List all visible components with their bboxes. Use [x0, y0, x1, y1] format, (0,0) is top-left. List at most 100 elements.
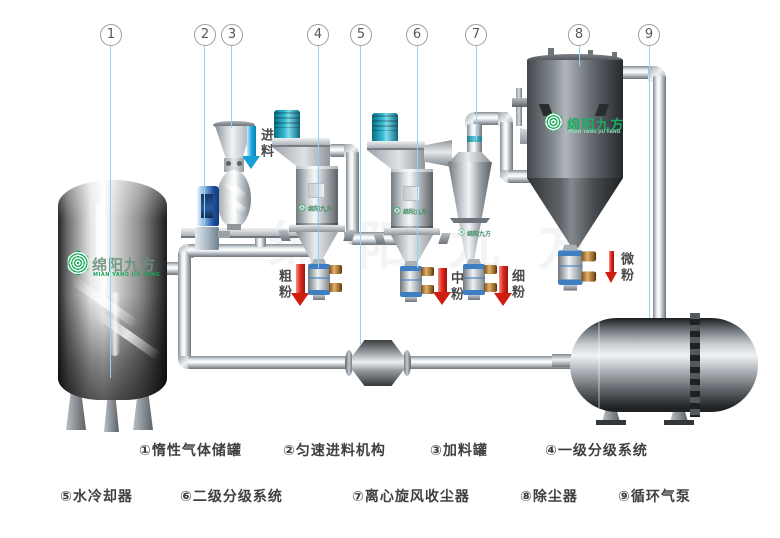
coarse-powder-valve [308, 262, 342, 302]
pipe-riser-left [178, 252, 191, 360]
leader-line-8 [579, 45, 580, 66]
callout-3: 3 [221, 24, 243, 46]
inert-gas-tank: 绵阳九方 MIAN YANG JIU FANG [58, 180, 167, 400]
cooler-flange-right [403, 350, 411, 376]
pipe-top-feed-line [188, 244, 312, 257]
brand-mini-logo-text: 绵阳九方 [403, 209, 428, 216]
feeder-arm [218, 231, 230, 238]
brand-mini-logo-icon [393, 206, 401, 215]
feed-label: 进料 [258, 128, 273, 160]
htank-foot [596, 420, 626, 425]
legend-item-8: ⑧除尘器 [520, 489, 578, 505]
callout-9: 9 [638, 24, 660, 46]
leader-line-1 [110, 45, 111, 378]
arrow-head [433, 292, 451, 305]
medium-powder-arrow [433, 268, 451, 305]
tank-leg [66, 390, 86, 430]
brand-mini-logo-icon [298, 203, 306, 212]
valve-bolt [226, 161, 231, 166]
classifier-bracket [438, 233, 451, 244]
brand-logo-icon [67, 250, 89, 276]
valve-knob [421, 285, 434, 294]
valve-knob [484, 283, 497, 292]
brand-logo-icon [545, 112, 562, 132]
tank-shading [58, 180, 167, 400]
coarse-powder-arrow [291, 264, 309, 306]
brand-logo-text: 绵阳九方 [92, 256, 157, 274]
callout-6: 6 [406, 24, 428, 46]
classifier-motor [370, 113, 400, 146]
circulating-gas-pump-tank [570, 318, 758, 412]
legend-item-3: ③加料罐 [430, 443, 488, 459]
brand-mini-logo-text: 绵阳九方 [467, 231, 492, 238]
classifier-skirt [289, 225, 345, 232]
classifier-hatch [308, 183, 325, 198]
dust-collector-side-pipe [516, 88, 522, 126]
tank-highlight [96, 202, 104, 260]
valve-knob [421, 267, 434, 276]
dust-collector-side-valve [512, 98, 532, 107]
hopper-rim [213, 121, 255, 129]
feed-arrow [242, 126, 260, 169]
valve-knob [581, 271, 597, 282]
legend-item-7: ⑦离心旋风收尘器 [352, 489, 470, 505]
brand-logo-subtext: MIAN YANG JIU FANG [93, 272, 161, 278]
leader-line-9 [649, 45, 650, 318]
feeder-base [195, 227, 219, 250]
feed-platform [181, 228, 303, 238]
tank-leg [133, 390, 153, 430]
callout-2: 2 [194, 24, 216, 46]
cyclone-flange-ring [449, 218, 491, 223]
legend-item-4: ④一级分级系统 [545, 443, 648, 459]
arrow-shaft [437, 268, 447, 292]
tank-top-fitting [548, 48, 554, 58]
callout-4: 4 [307, 24, 329, 46]
fine-powder-label: 细粉 [509, 269, 524, 301]
tank-streak [110, 292, 120, 356]
cyclone-pipe-band [467, 136, 482, 142]
callout-1: 1 [100, 24, 122, 46]
valve-foot [405, 297, 417, 302]
legend-item-5: ⑤水冷却器 [60, 489, 133, 505]
valve-body [308, 264, 330, 295]
pipe-cyclone-drop [500, 122, 513, 178]
valve-foot [313, 295, 325, 300]
classifier-skirt [384, 228, 440, 235]
callout-5: 5 [350, 24, 372, 46]
medium-powder-label: 中粉 [448, 271, 463, 303]
leader-line-6 [417, 45, 418, 268]
arrow-shaft [498, 266, 508, 293]
arrow-shaft [246, 126, 256, 156]
valve-body [558, 250, 583, 285]
water-cooler [352, 340, 404, 386]
valve-knob [581, 251, 597, 262]
classifier-stage2: 绵阳九方 [367, 113, 467, 289]
valve-foot [563, 284, 578, 291]
valve-body [463, 264, 485, 295]
brand-logo-subtext: MIAN YANG JIU FANG [568, 130, 621, 135]
brand-mini-logo-text: 绵阳九方 [308, 206, 333, 213]
callout-8: 8 [568, 24, 590, 46]
tank-leg [104, 394, 119, 432]
feeder-panel [201, 194, 213, 218]
callout-7: 7 [465, 24, 487, 46]
fine-powder-arrow [494, 266, 512, 306]
valve-knob [329, 283, 342, 292]
htank-weld-seam [598, 322, 600, 408]
legend-item-9: ⑨循环气泵 [618, 489, 691, 505]
valve-foot [468, 295, 480, 300]
fine-powder-valve [463, 262, 497, 302]
arrow-head [494, 293, 512, 306]
brand-logo-text: 绵阳九方 [567, 118, 626, 133]
pipe-interstage-drop [346, 152, 359, 238]
arrow-head [291, 293, 309, 306]
cooler-flange-left [345, 350, 353, 376]
dust-collector-body: 绵阳九方 MIAN YANG JIU FANG [527, 60, 626, 178]
valve-knob [329, 265, 342, 274]
arrow-head [605, 272, 617, 283]
valve-knob [484, 265, 497, 274]
arrow-shaft [608, 251, 614, 272]
classifier-motor [272, 110, 302, 143]
classifier-housing [272, 147, 330, 166]
